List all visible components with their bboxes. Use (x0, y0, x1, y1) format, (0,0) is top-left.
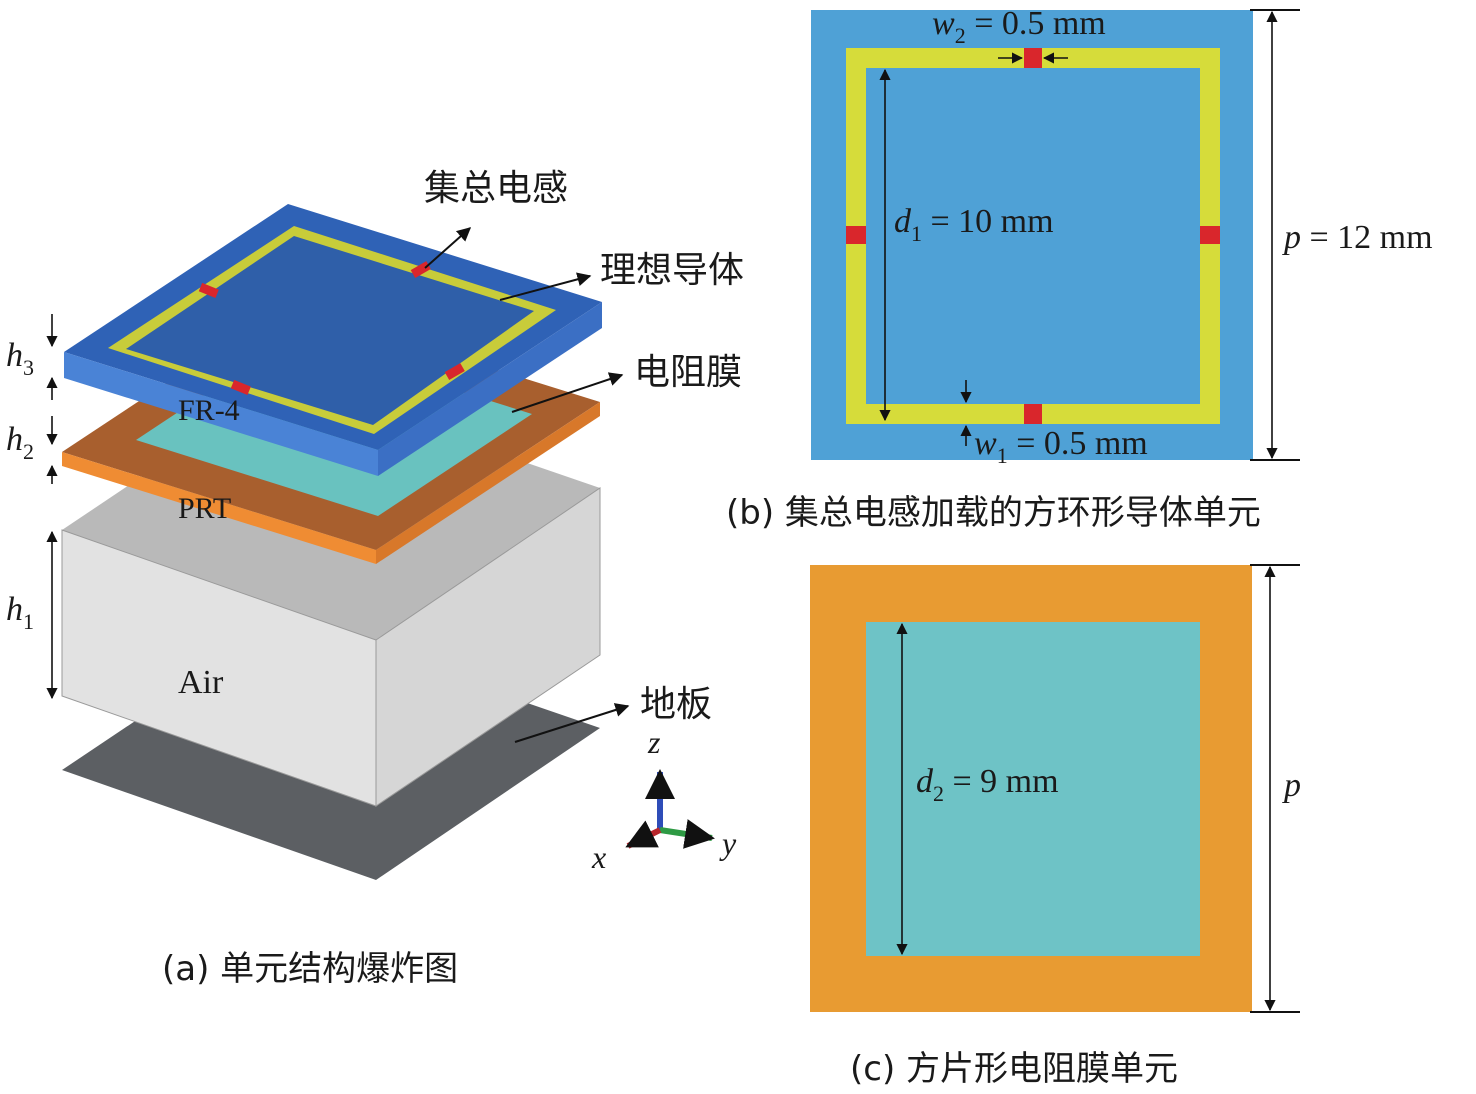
ring-inner-patch (126, 236, 534, 425)
height-h1-label: h1 (6, 591, 34, 634)
label-prt: PRT (178, 492, 231, 525)
callout-inductor-label: 集总电感 (424, 168, 568, 209)
inductor-b-left (846, 226, 866, 244)
p-dimension-c: p (1282, 767, 1301, 804)
callout-inductor: 集总电感 (424, 168, 568, 269)
y-axis-arrow (659, 819, 715, 849)
height-h2-label: h2 (6, 421, 34, 464)
callout-resistive-film-label: 电阻膜 (634, 352, 742, 393)
z-axis-label: z (647, 724, 661, 760)
height-h1-marker: h1 (6, 530, 58, 700)
resistive-film-patch (866, 622, 1200, 956)
height-h2-marker: h2 (6, 416, 58, 484)
inductor-chip-3 (230, 379, 251, 396)
x-axis-label: x (591, 839, 606, 875)
conductor-ring-inner (866, 68, 1200, 404)
panel-b-ring-unit: w2 = 0.5 mm d1 = 10 mm w1 = 0.5 mm p = 1… (726, 5, 1433, 533)
inductor-chip-4 (444, 363, 465, 380)
inductor-b-bottom (1024, 404, 1042, 424)
x-axis-arrow (625, 820, 662, 849)
axes-triad: z x y (591, 724, 737, 875)
air-box-right (375, 487, 601, 807)
inductor-chip-2 (410, 261, 431, 278)
callout-conductor: 理想导体 (499, 250, 744, 301)
label-fr4: FR-4 (178, 394, 240, 427)
height-h3-marker: h3 (6, 314, 58, 400)
p-dimension-b: p = 12 mm (1282, 219, 1433, 256)
panel-c-film-unit: d2 = 9 mm p (c) 方片形电阻膜单元 (810, 564, 1301, 1089)
inductor-chip-1 (198, 282, 219, 299)
fr4-layer (64, 204, 602, 476)
d1-dimension: d1 = 10 mm (894, 203, 1054, 246)
caption-b: (b) 集总电感加载的方环形导体单元 (726, 493, 1261, 533)
prt-front (62, 452, 376, 564)
label-air: Air (178, 664, 224, 701)
caption-a: (a) 单元结构爆炸图 (162, 949, 458, 989)
y-axis-label: y (719, 825, 737, 861)
w2-dimension: w2 = 0.5 mm (932, 5, 1106, 48)
d2-dimension: d2 = 9 mm (916, 763, 1059, 806)
inductor-b-right (1200, 226, 1220, 244)
panel-a-exploded-view: FR-4 PRT Air 集总电感 理想导体 电阻膜 地板 h3 (6, 168, 744, 989)
height-h3-label: h3 (6, 337, 34, 380)
fr4-front (64, 352, 378, 476)
inductor-b-top (1024, 48, 1042, 68)
callout-ground: 地板 (514, 684, 712, 743)
w1-dimension: w1 = 0.5 mm (974, 425, 1148, 468)
callout-resistive-film: 电阻膜 (511, 352, 742, 413)
fr4-right (378, 302, 602, 476)
callout-ground-label: 地板 (640, 684, 712, 725)
caption-c: (c) 方片形电阻膜单元 (850, 1049, 1178, 1089)
callout-conductor-label: 理想导体 (600, 250, 744, 291)
prt-right (376, 402, 600, 564)
